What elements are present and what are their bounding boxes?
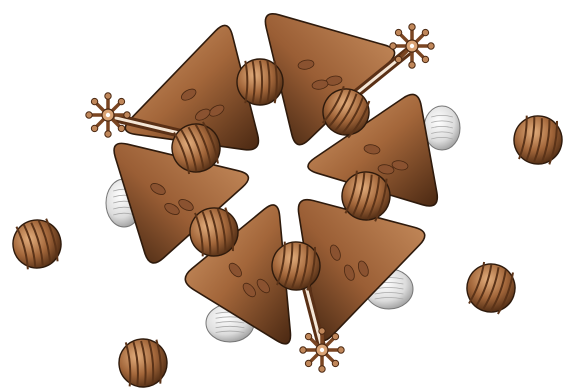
spur-wheel	[86, 93, 130, 137]
loose-ball	[8, 215, 67, 274]
loose-ball	[460, 257, 522, 319]
coin	[424, 106, 460, 150]
spur-wheel	[390, 24, 434, 68]
joint-ball	[237, 59, 283, 105]
loose-ball	[117, 337, 169, 389]
spur-wheel	[300, 328, 344, 372]
loose-ball	[510, 112, 566, 168]
